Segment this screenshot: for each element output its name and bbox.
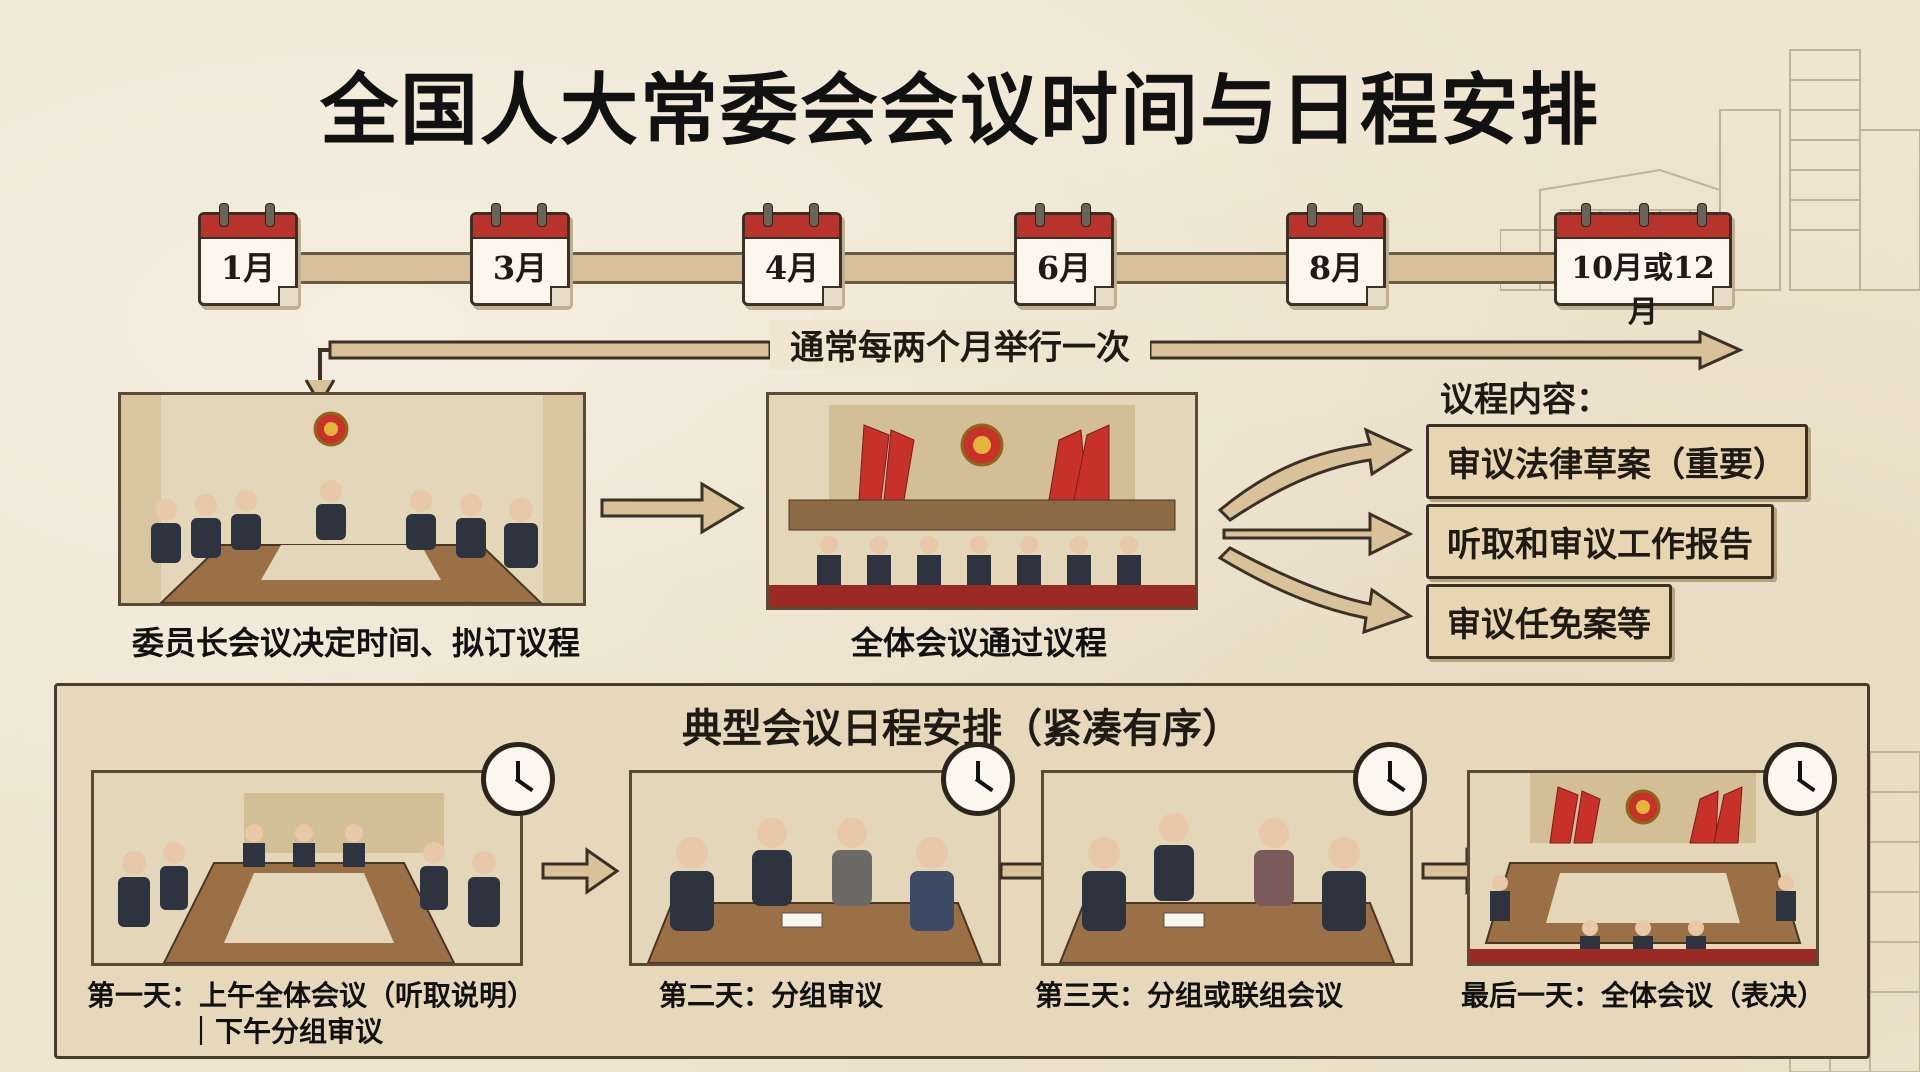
- frequency-label: 通常每两个月举行一次: [770, 320, 1150, 369]
- schedule-panel: 典型会议日程安排（紧凑有序） 第一天：上午全体会议（听取说明） ｜下午分组审议: [54, 683, 1870, 1059]
- calendar-icon-aug: 8月: [1286, 203, 1386, 306]
- month-label: 1月: [220, 249, 276, 287]
- calendar-icon-jan: 1月: [198, 203, 298, 306]
- page-title: 全国人大常委会会议时间与日程安排: [319, 66, 1600, 156]
- day3-caption: 第三天：分组或联组会议: [1035, 979, 1344, 1012]
- step1-caption: 委员长会议决定时间、拟订议程: [131, 624, 580, 662]
- plenary-meeting-illustration: [766, 392, 1198, 610]
- final-day-caption: 最后一天：全体会议（表决）: [1461, 979, 1826, 1012]
- arrow-icon: [600, 481, 745, 535]
- agenda-title: 议程内容：: [1440, 380, 1610, 420]
- clock-icon: [1353, 742, 1427, 816]
- agenda-item-appointments: 审议任免案等: [1426, 584, 1672, 659]
- day2-illustration: [629, 770, 1001, 966]
- day1-illustration: [91, 770, 523, 966]
- timeline-bar: [240, 252, 1726, 284]
- final-day-illustration: [1467, 770, 1819, 966]
- day3-illustration: [1041, 770, 1413, 966]
- day1-caption-line2: ｜下午分组审议: [187, 1015, 384, 1048]
- step2-caption: 全体会议通过议程: [850, 624, 1107, 662]
- day1-caption-line1: 第一天：上午全体会议（听取说明）: [87, 979, 536, 1012]
- clock-icon: [1763, 742, 1837, 816]
- agenda-item-law-drafts: 审议法律草案（重要）: [1426, 424, 1808, 499]
- month-label: 8月: [1308, 249, 1364, 287]
- calendar-icon-jun: 6月: [1014, 203, 1114, 306]
- agenda-item-work-reports: 听取和审议工作报告: [1426, 504, 1774, 579]
- day2-caption: 第二天：分组审议: [659, 979, 884, 1012]
- calendar-icon-oct-dec: 10月或12月: [1554, 203, 1732, 330]
- month-label: 6月: [1036, 249, 1092, 287]
- agenda-arrows-icon: [1217, 427, 1414, 635]
- month-label: 10月或12月: [1571, 251, 1715, 330]
- clock-icon: [481, 742, 555, 816]
- clock-icon: [941, 742, 1015, 816]
- chairman-meeting-illustration: [118, 392, 586, 606]
- month-label: 4月: [764, 249, 820, 287]
- calendar-icon-mar: 3月: [470, 203, 570, 306]
- calendar-icon-apr: 4月: [742, 203, 842, 306]
- month-label: 3月: [492, 249, 548, 287]
- arrow-icon: [541, 847, 620, 895]
